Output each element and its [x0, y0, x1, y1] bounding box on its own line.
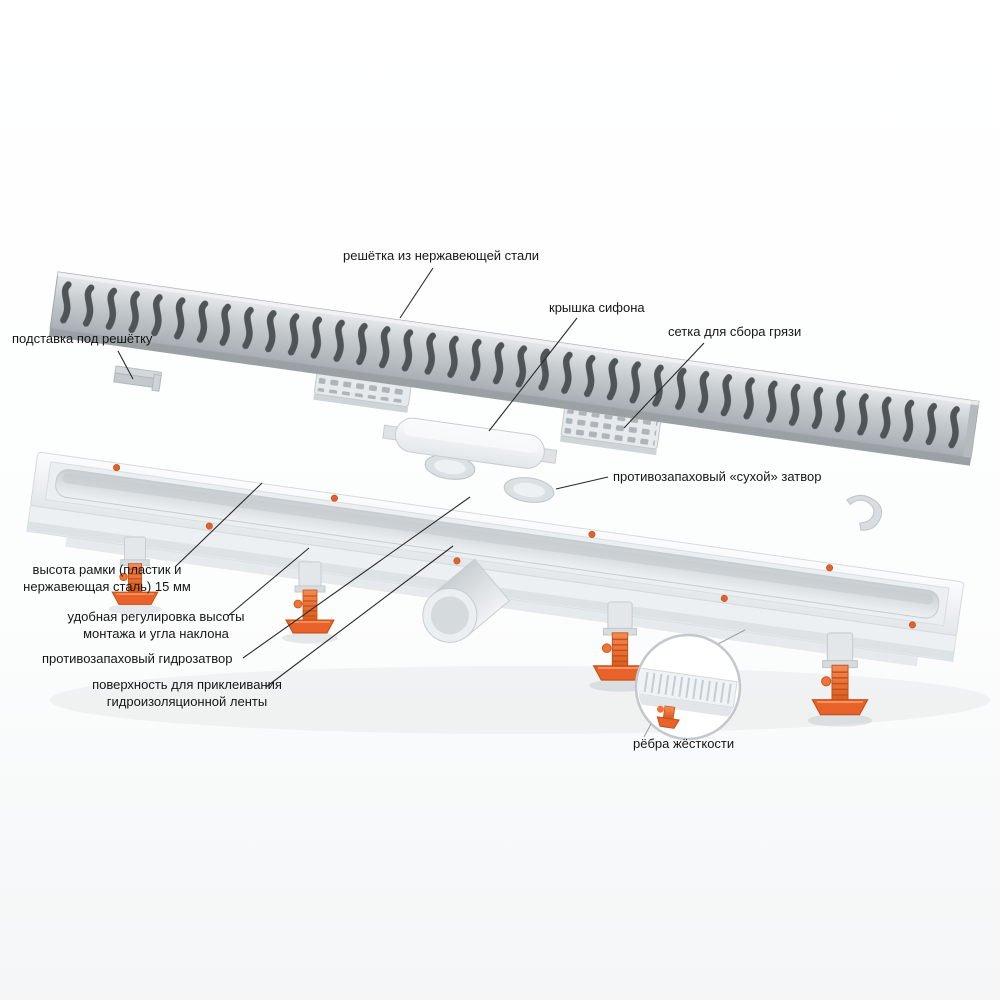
callout-dry-trap: противозапаховый «сухой» затвор: [613, 469, 822, 484]
callout-grate: решётка из нержавеющей стали: [343, 248, 540, 263]
callout-ribs: рёбра жёсткости: [633, 736, 735, 751]
callout-height-adjust: удобная регулировка высоты монтажа и угл…: [67, 609, 245, 641]
callout-siphon-cover: крышка сифона: [549, 300, 645, 315]
screw-heads: [113, 464, 916, 629]
clip-piece: [846, 495, 883, 531]
callout-dirt-mesh: сетка для сбора грязи: [668, 324, 802, 339]
drain-pipe: [422, 558, 511, 643]
stainless-grate: [48, 271, 980, 466]
leader-lines: [117, 267, 705, 688]
magnifier-leader: [717, 629, 746, 645]
siphon-cover: [382, 417, 558, 469]
callout-tape-surface: поверхность для приклеивания гидроизоляц…: [92, 677, 282, 709]
magnifier-detail: [634, 633, 742, 741]
grate-stand-bracket: [113, 365, 163, 392]
callout-grate-stand: подставка под решётку: [12, 331, 153, 346]
ground-shadow: [50, 666, 990, 734]
callout-frame-height: высота рамки (пластик и нержавеющая стал…: [23, 562, 191, 594]
dry-trap-caps: [424, 454, 555, 503]
dirt-mesh-right: [559, 405, 662, 456]
callout-water-trap: противозапаховый гидрозатвор: [42, 651, 233, 666]
stiffening-ribs: [643, 671, 732, 704]
